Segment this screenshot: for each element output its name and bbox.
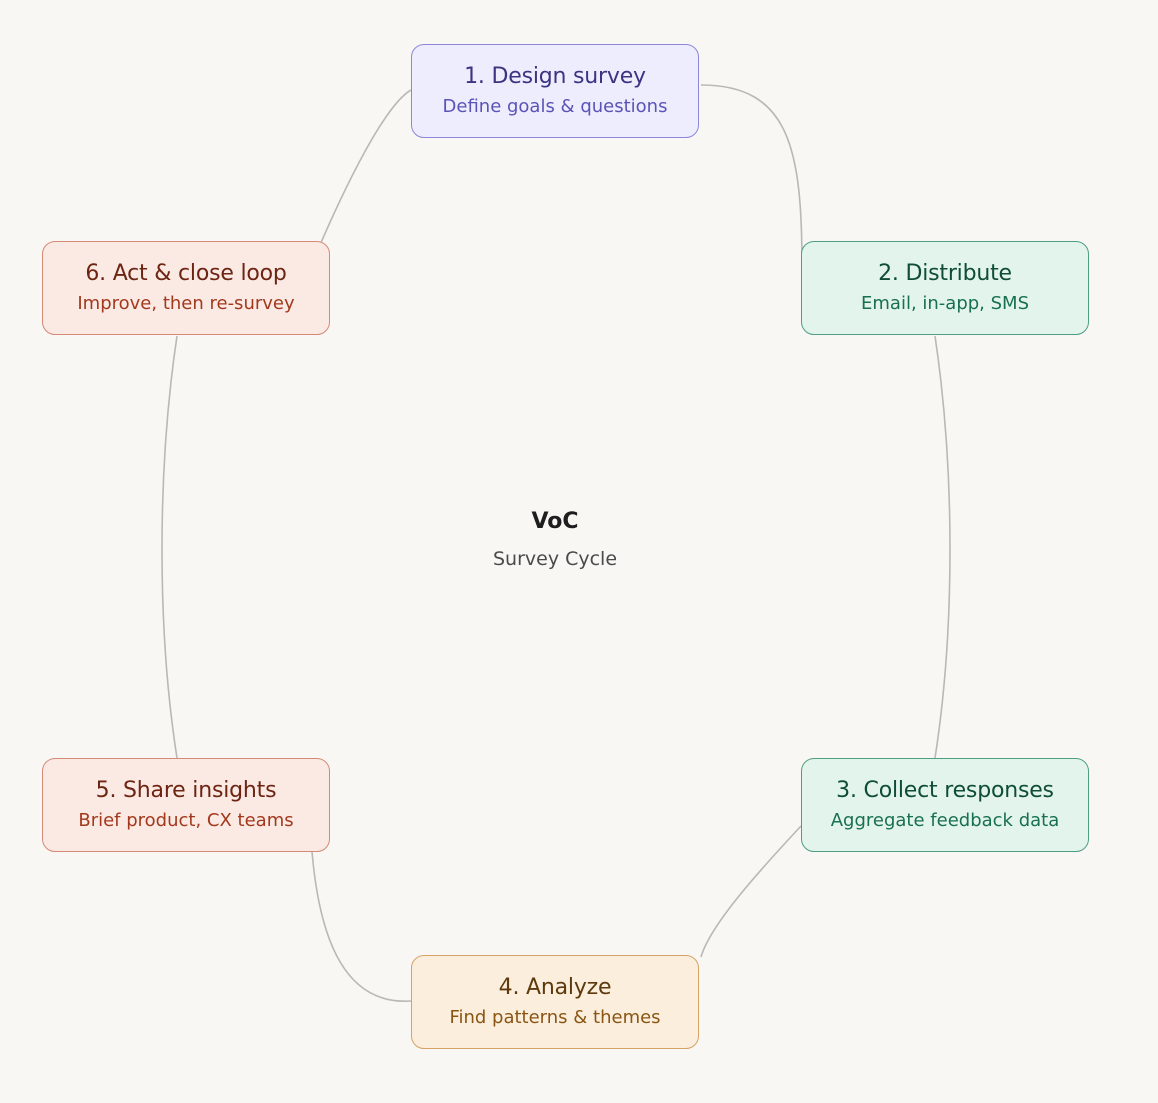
step-subtitle: Brief product, CX teams [78,809,294,831]
step-subtitle: Define goals & questions [442,95,668,117]
connector-4-5 [310,837,412,1002]
step-title: 3. Collect responses [836,777,1054,803]
step-title: 1. Design survey [464,63,646,89]
step-share-insights: 5. Share insights Brief product, CX team… [42,758,330,852]
step-analyze: 4. Analyze Find patterns & themes [411,955,699,1049]
connector-3-4 [700,825,802,958]
step-design-survey: 1. Design survey Define goals & question… [411,44,699,138]
connector-5-6 [161,335,178,759]
step-act-close-loop: 6. Act & close loop Improve, then re-sur… [42,241,330,335]
connector-1-2 [700,84,803,269]
step-subtitle: Improve, then re-survey [77,292,295,314]
center-title: VoC [531,509,579,534]
cycle-center-label: VoC Survey Cycle [455,506,655,572]
step-subtitle: Find patterns & themes [449,1006,661,1028]
connector-2-3 [934,335,951,759]
center-subtitle: Survey Cycle [492,548,618,570]
step-title: 2. Distribute [878,260,1012,286]
step-distribute: 2. Distribute Email, in-app, SMS [801,241,1089,335]
step-collect-responses: 3. Collect responses Aggregate feedback … [801,758,1089,852]
connector-6-1 [310,89,412,267]
step-subtitle: Aggregate feedback data [830,809,1060,831]
step-title: 5. Share insights [95,777,277,803]
step-title: 4. Analyze [498,974,612,1000]
step-subtitle: Email, in-app, SMS [861,292,1029,314]
step-title: 6. Act & close loop [85,260,287,286]
